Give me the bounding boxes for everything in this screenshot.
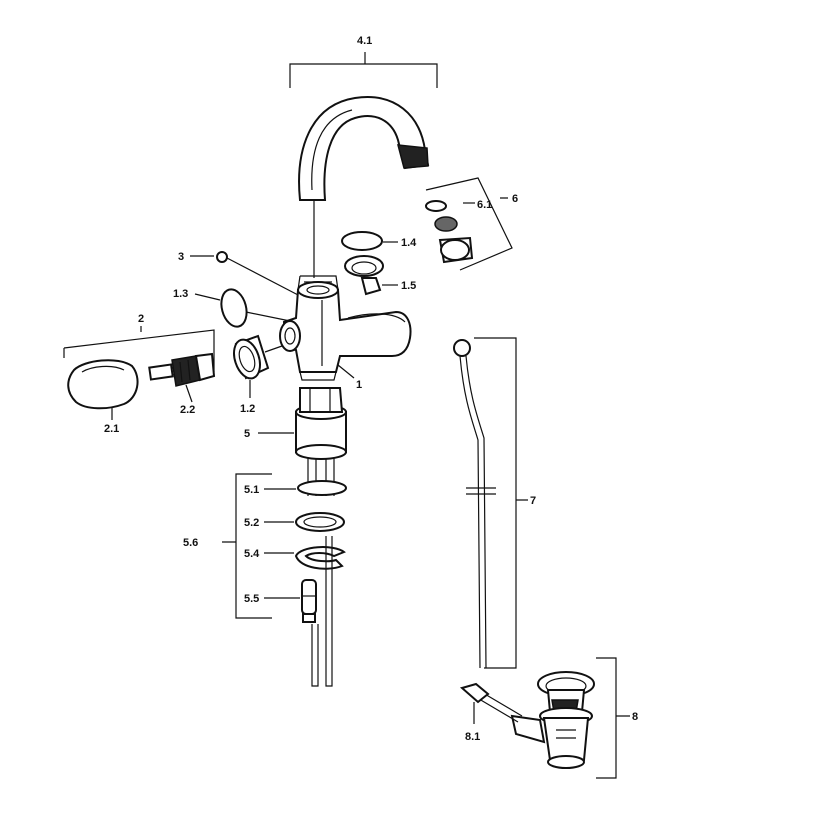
bracket-2	[63, 326, 215, 372]
label-7: 7	[530, 495, 536, 507]
bracket-5-6	[222, 473, 272, 619]
label-5-4: 5.4	[244, 548, 260, 560]
oring-1-3	[220, 288, 248, 328]
bracket-8	[596, 657, 630, 779]
connecting-rods	[311, 536, 333, 687]
leader-2-2	[185, 384, 193, 403]
label-8-1: 8.1	[465, 731, 480, 743]
label-4-1: 4.1	[357, 35, 372, 47]
pin-5-5	[301, 579, 317, 623]
lift-rod-7	[453, 339, 496, 669]
label-2: 2	[138, 313, 144, 325]
leader-1-3	[194, 293, 221, 301]
label-6-1: 6.1	[477, 199, 492, 211]
label-8: 8	[632, 711, 638, 723]
leader-1	[337, 364, 355, 379]
ring-5-2	[295, 512, 345, 532]
nut-1-5	[360, 277, 382, 296]
ring-5-2-inner	[303, 516, 337, 528]
label-5-1: 5.1	[244, 484, 259, 496]
bracket-6	[425, 177, 513, 271]
label-1-5: 1.5	[401, 280, 416, 292]
sleeve-1-2	[233, 334, 270, 380]
mixer-body-1	[279, 275, 412, 381]
label-1-3: 1.3	[173, 288, 188, 300]
screw-3	[216, 251, 228, 263]
label-6: 6	[512, 193, 518, 205]
label-1-2: 1.2	[240, 403, 255, 415]
label-3: 3	[178, 251, 184, 263]
handle-2-1-highlight	[81, 365, 125, 373]
cartridge-2-2	[148, 352, 216, 387]
label-1-4: 1.4	[401, 237, 417, 249]
label-5-6: 5.6	[183, 537, 198, 549]
label-5-2: 5.2	[244, 517, 259, 529]
label-1: 1	[356, 379, 362, 391]
washer-5-1	[297, 480, 347, 496]
waste-assembly-8	[459, 671, 595, 769]
spout-4-1	[298, 96, 430, 201]
lower-body-5	[295, 387, 347, 496]
sleeve-axis-line	[264, 345, 283, 353]
label-5: 5	[244, 428, 250, 440]
aerator-parts-6	[425, 200, 474, 264]
screw-axis-line	[226, 257, 301, 297]
clip-5-4	[294, 546, 346, 570]
bracket-7	[474, 337, 528, 669]
label-5-5: 5.5	[244, 593, 259, 605]
label-2-1: 2.1	[104, 423, 119, 435]
label-2-2: 2.2	[180, 404, 195, 416]
bracket-4-1	[289, 52, 438, 88]
handle-2-1	[67, 359, 139, 410]
ring-1-4	[341, 231, 384, 277]
